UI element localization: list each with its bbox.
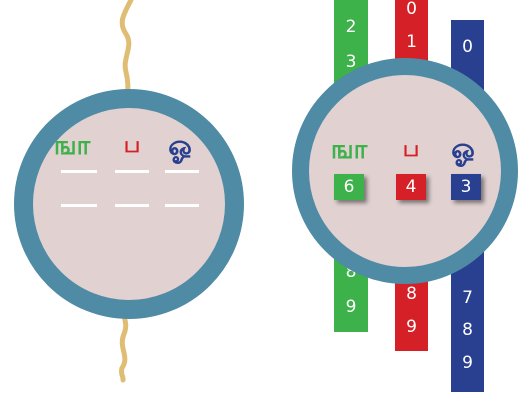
blank-slot: [115, 204, 149, 207]
strip-digit: 9: [345, 297, 357, 317]
strip-digit: 7: [462, 288, 473, 308]
blue-selected-digit: 3: [451, 174, 481, 200]
strip-digit: 0: [406, 0, 417, 19]
green-selected-digit: 6: [334, 174, 364, 200]
blank-slot: [165, 204, 199, 207]
strip-digit: 8: [345, 262, 357, 282]
strip-digit: 8: [462, 320, 473, 340]
left-symbol-1: ஙா: [53, 131, 91, 161]
strip-digit: 3: [345, 52, 357, 72]
blank-slot: [61, 204, 97, 207]
right-lock-dial: [292, 58, 518, 284]
left-symbol-2: ப: [123, 133, 141, 158]
right-symbol-2: ப: [402, 137, 420, 162]
strip-digit: 1: [406, 32, 417, 52]
red-selected-digit: 4: [396, 174, 426, 200]
blank-slot: [115, 170, 149, 173]
strip-digit: 0: [462, 37, 473, 57]
blank-slot: [165, 170, 199, 173]
strip-digit: 9: [462, 353, 473, 373]
right-symbol-3: ஓ: [451, 132, 475, 165]
blank-slot: [61, 170, 97, 173]
right-symbol-1: ஙா: [330, 135, 368, 165]
strip-digit: 8: [406, 284, 417, 304]
strip-digit: 2: [345, 17, 357, 37]
strip-digit: 9: [406, 317, 417, 337]
left-symbol-3: ஓ: [168, 129, 192, 162]
